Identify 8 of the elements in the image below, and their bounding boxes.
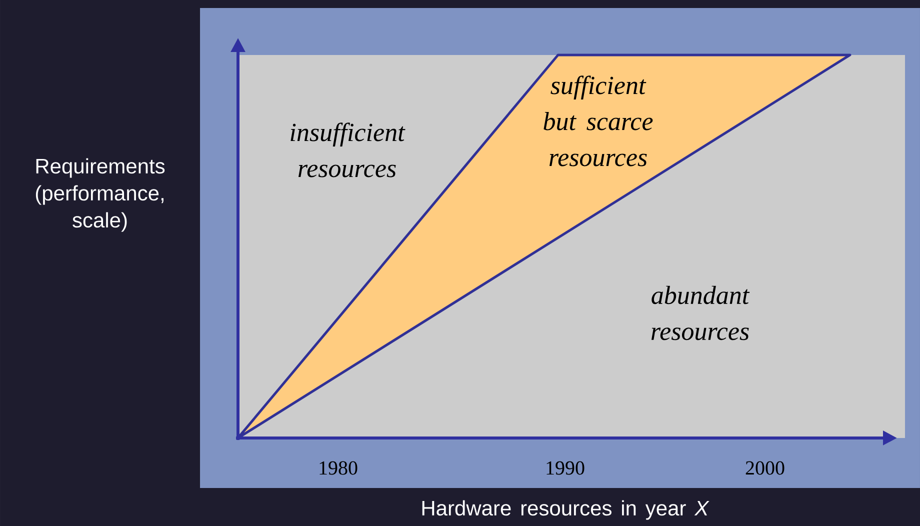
tick-label: 1990: [546, 461, 584, 475]
tick-label: 2000: [746, 461, 784, 475]
tick-label: 1980: [320, 461, 358, 475]
region-label: insufficient resources: [290, 122, 406, 178]
axis-title: Requirements (performance, scale): [36, 158, 165, 232]
region-label: sufficient but scarce resources: [544, 76, 653, 166]
axis-title: Hardware resources in year X: [422, 500, 710, 520]
region-label: abundant resources: [651, 286, 750, 340]
